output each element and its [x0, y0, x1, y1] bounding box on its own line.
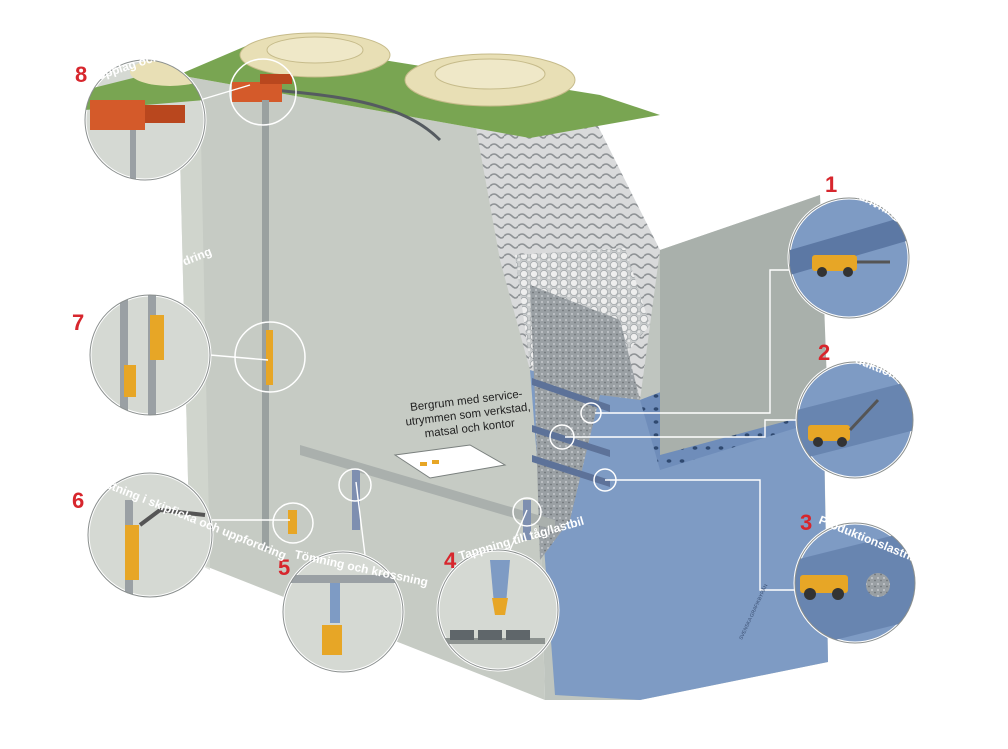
focus-ring-7 [234, 321, 306, 393]
label-4-number: 4 [444, 548, 457, 573]
surface-plant [232, 82, 282, 102]
detail-circle-3 [793, 521, 917, 645]
focus-ring-2 [549, 424, 575, 450]
focus-ring-5 [338, 468, 372, 502]
focus-ring-1 [580, 402, 602, 424]
label-1-number: 1 [825, 172, 837, 197]
ore-wagon-icon [450, 630, 474, 640]
service-cavern [393, 444, 507, 479]
label-7-number: 7 [72, 310, 84, 335]
focus-ring-8 [229, 58, 297, 126]
mine-block [178, 32, 828, 700]
detail-circle-1 [787, 196, 911, 320]
detail-circle-6 [86, 471, 214, 599]
label-3-number: 3 [800, 510, 812, 535]
detail-circle-5 [281, 550, 405, 674]
hanging-wall-slab [660, 195, 828, 455]
crusher-icon [322, 625, 342, 655]
leader-lines [199, 84, 797, 591]
detail-circle-7 [88, 293, 212, 417]
level-3 [532, 455, 610, 487]
label-5-number: 5 [278, 555, 290, 580]
hoist-shaft [262, 100, 269, 550]
label-2-number: 2 [818, 340, 830, 365]
detail-circle-8 [83, 58, 207, 182]
surface-plant-icon [90, 100, 145, 130]
crusher-chute [352, 470, 360, 530]
skip-icon [150, 315, 164, 360]
haulage-drift [300, 445, 555, 530]
focus-ring-4 [512, 497, 542, 527]
skip-pocket-icon [125, 525, 139, 580]
drill-rig-icon [812, 255, 857, 271]
level-2 [532, 425, 610, 457]
focus-ring-6 [272, 502, 314, 544]
label-8-number: 8 [75, 62, 87, 87]
front-wall [178, 75, 545, 700]
detail-circle-2 [795, 360, 915, 480]
label-6-number: 6 [72, 488, 84, 513]
detail-circle-4 [436, 548, 560, 672]
production-drill-icon [808, 425, 850, 441]
gravel-column [530, 285, 640, 560]
focus-ring-3 [593, 468, 617, 492]
